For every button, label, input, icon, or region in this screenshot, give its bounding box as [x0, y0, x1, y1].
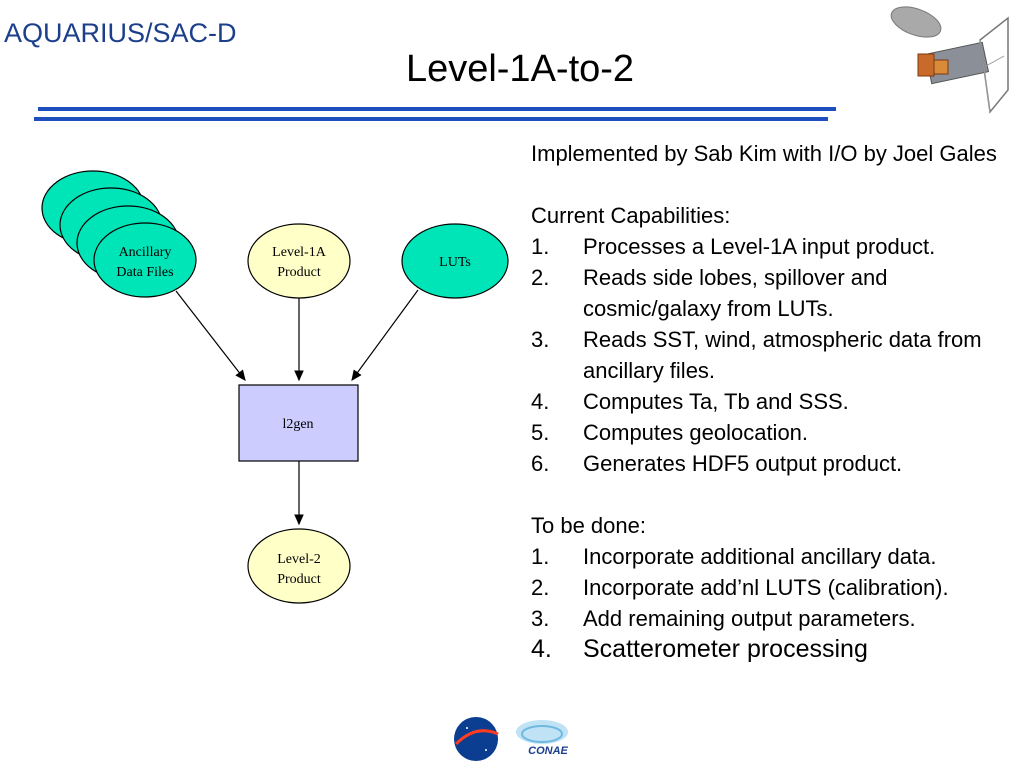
- intro-text: Implemented by Sab Kim with I/O by Joel …: [531, 141, 997, 166]
- level1a-product-node: [247, 223, 351, 299]
- todo-item: 2.Incorporate add’nl LUTS (calibration).: [531, 575, 949, 600]
- aquarius-sacd-logo: AQUARIUS/SAC-D: [4, 18, 237, 48]
- capability-item: 1.Processes a Level-1A input product.: [531, 234, 936, 259]
- svg-text:CONAE: CONAE: [528, 745, 568, 757]
- capability-item: 5.Computes geolocation.: [531, 420, 809, 445]
- luts-label: LUTs: [439, 255, 471, 270]
- l2gen-label: l2gen: [282, 417, 313, 432]
- arrow-luts-to-l2gen: [351, 289, 419, 381]
- slide-title: Level-1A-to-2: [405, 48, 635, 90]
- level1a-label-line1: Level-1A: [272, 245, 327, 260]
- level2-label-line1: Level-2: [277, 552, 321, 567]
- luts-node: [401, 223, 509, 299]
- conae-logo: CONAE: [516, 720, 569, 757]
- level2-label-line2: Product: [277, 572, 321, 587]
- capability-item: 2.Reads side lobes, spillover and cosmic…: [531, 265, 888, 321]
- todo-item: 1.Incorporate additional ancillary data.: [531, 544, 937, 569]
- dataflow-diagram: Ancillary Data Files Level-1A Product LU…: [41, 170, 509, 604]
- capability-item: 3.Reads SST, wind, atmospheric data from…: [531, 327, 982, 383]
- level2-product-node: [247, 528, 351, 604]
- l2gen-process-node: [238, 384, 359, 462]
- capability-item: 6.Generates HDF5 output product.: [531, 451, 903, 476]
- ancillary-label-line1: Ancillary: [119, 245, 172, 260]
- slide-content: Implemented by Sab Kim with I/O by Joel …: [531, 138, 1021, 665]
- arrow-ancillary-to-l2gen: [175, 290, 246, 381]
- footer-logos: CONAE: [454, 717, 569, 761]
- title-rule-bottom: [34, 117, 828, 121]
- todo-heading: To be done:: [531, 513, 646, 538]
- title-rule-top: [38, 107, 836, 111]
- nasa-logo: [454, 717, 499, 761]
- ancillary-data-files-node: [93, 222, 197, 298]
- satellite-image: [880, 0, 1012, 122]
- capability-item: 4.Computes Ta, Tb and SSS.: [531, 389, 849, 414]
- todo-item: 3.Add remaining output parameters.: [531, 606, 916, 631]
- ancillary-label-line2: Data Files: [116, 265, 173, 280]
- todo-item: 4.Scatterometer processing: [531, 635, 868, 663]
- capabilities-heading: Current Capabilities:: [531, 203, 731, 228]
- level1a-label-line2: Product: [277, 265, 321, 280]
